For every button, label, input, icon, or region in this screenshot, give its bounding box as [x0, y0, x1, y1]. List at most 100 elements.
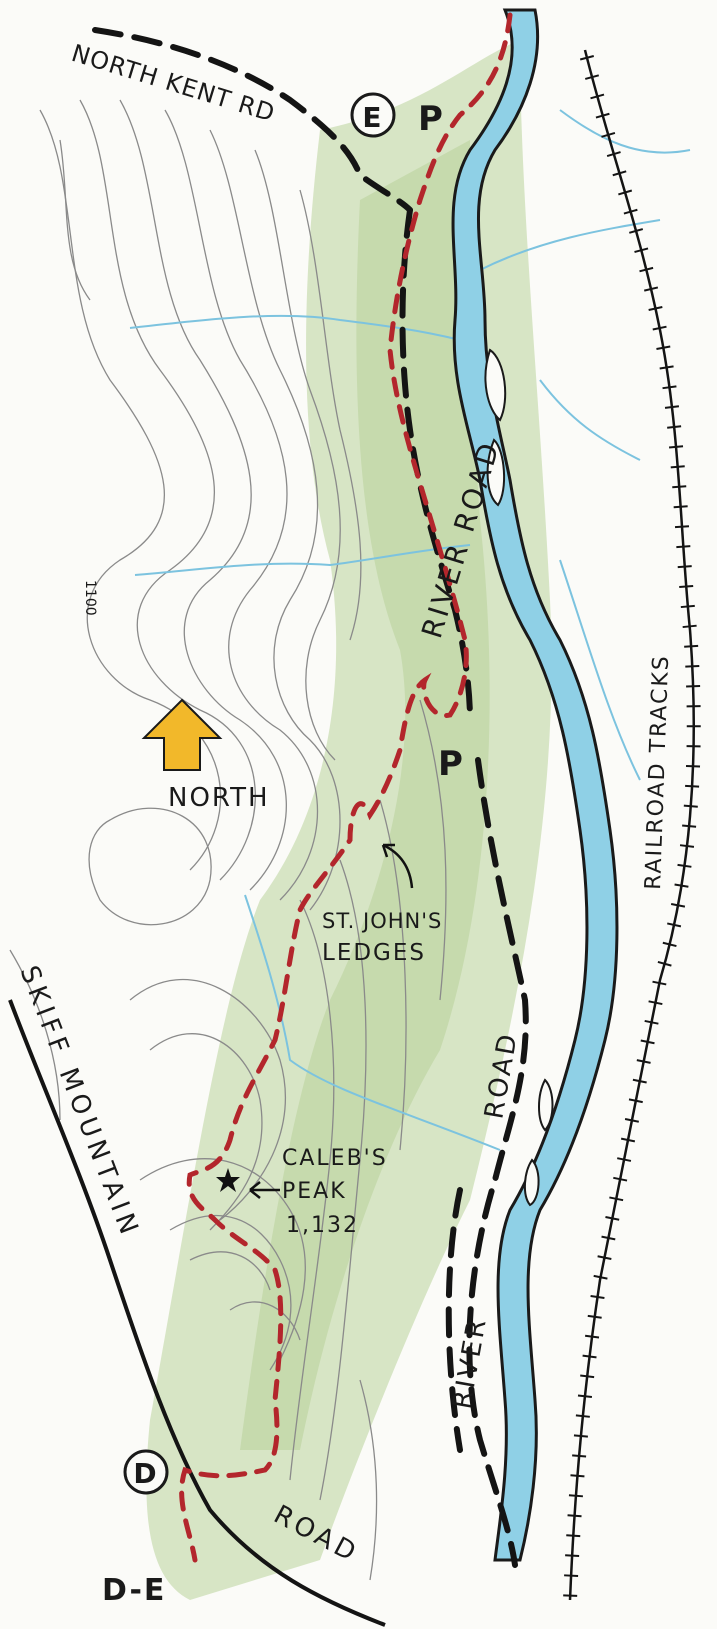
rail-tie — [568, 1494, 583, 1498]
rail-tie — [685, 664, 700, 668]
river-road-south-label-2: RIVER — [447, 1314, 493, 1411]
calebs-label-2: PEAK — [282, 1179, 347, 1204]
rail-tie — [605, 1216, 620, 1221]
rail-tie — [652, 980, 667, 986]
rail-tie — [580, 1374, 595, 1379]
rail-tie — [639, 266, 654, 273]
rail-tie — [674, 525, 690, 529]
rail-tie — [685, 784, 700, 788]
rail-tie — [570, 1474, 585, 1478]
rail-tie — [657, 960, 672, 967]
rail-tie — [606, 151, 621, 158]
rail-tie — [601, 1235, 616, 1241]
rail-tie — [613, 1176, 628, 1182]
north-kent-road — [92, 27, 413, 213]
rail-tie — [652, 325, 667, 331]
rail-tie — [643, 286, 659, 292]
marker-e: E — [350, 92, 396, 138]
contour-1100-label: 1100 — [82, 580, 98, 616]
rail-tie — [572, 1454, 587, 1458]
rail-tie — [680, 604, 695, 609]
rail-tie — [667, 425, 682, 429]
rail-tie — [577, 1394, 593, 1398]
parking-mid-label: P — [438, 744, 465, 784]
rail-tie — [667, 922, 682, 928]
rail-tie — [609, 1196, 624, 1202]
contour-lines — [9, 99, 447, 1581]
rail-tie — [662, 941, 677, 948]
rail-tie — [623, 208, 638, 215]
rail-tie — [683, 804, 698, 808]
rail-tie — [670, 903, 686, 908]
rail-tie — [579, 55, 594, 61]
skiff-mountain-road — [8, 999, 386, 1627]
trail-code-label: D-E — [102, 1573, 166, 1608]
rail-tie — [673, 505, 688, 509]
summit-star-icon — [216, 1168, 240, 1192]
streams — [129, 109, 691, 1151]
rail-tie — [565, 1554, 580, 1558]
st-johns-label-1: ST. JOHN'S — [322, 909, 442, 933]
rail-tie — [584, 1334, 600, 1339]
parking-top-label: P — [418, 99, 445, 139]
rail-tie — [670, 465, 685, 469]
rail-tie — [590, 1295, 605, 1300]
marker-e-label: E — [362, 101, 383, 134]
calebs-label-1: CALEB'S — [282, 1146, 388, 1171]
railroad-tracks-label: RAILROAD TRACKS — [641, 654, 674, 890]
rail-tie — [612, 170, 627, 177]
forest-shading — [146, 40, 552, 1600]
rail-tie — [601, 131, 616, 138]
rail-tie — [640, 1039, 655, 1045]
rail-tie — [634, 247, 649, 253]
rail-tie — [682, 824, 697, 828]
rail-tie — [668, 445, 684, 449]
rail-tie — [595, 112, 610, 119]
marker-d-label: D — [133, 1457, 158, 1490]
pointer-arrow-icon — [249, 843, 414, 1199]
rail-tie — [674, 883, 689, 888]
rail-tie — [659, 365, 674, 370]
railroad-tracks — [563, 49, 701, 1601]
rail-tie — [648, 306, 663, 311]
rail-tie — [656, 345, 671, 350]
rail-tie — [590, 93, 605, 100]
rail-tie — [682, 624, 697, 629]
rail-tie — [628, 1098, 643, 1104]
rail-tie — [584, 74, 600, 80]
rail-tie — [677, 863, 692, 868]
river-road-south — [466, 757, 529, 1568]
skiff-mountain-label: SKIFF MOUNTAIN — [13, 962, 145, 1243]
rail-tie — [617, 1157, 632, 1162]
north-arrow-icon — [141, 698, 223, 771]
rail-tie — [662, 385, 677, 390]
rail-tie — [636, 1059, 651, 1064]
rail-tie — [587, 1314, 602, 1319]
trail — [179, 12, 513, 1563]
river — [451, 8, 619, 1562]
north-label: NORTH — [168, 783, 270, 813]
rail-tie — [644, 1019, 659, 1025]
rail-tie — [563, 1594, 578, 1597]
rail-tie — [677, 565, 692, 569]
rail-tie — [575, 1414, 590, 1418]
rail-tie — [573, 1434, 588, 1438]
rail-tie — [679, 584, 694, 589]
rail-tie — [632, 1078, 647, 1084]
rail-tie — [676, 545, 691, 549]
calebs-elev-label: 1,132 — [286, 1213, 359, 1238]
rail-tie — [629, 228, 644, 234]
marker-d: D — [123, 1449, 169, 1495]
rail-tie — [618, 189, 633, 196]
rail-tie — [679, 844, 695, 848]
rail-tie — [684, 644, 699, 648]
rail-tie — [620, 1137, 636, 1143]
rail-tie — [685, 764, 701, 768]
rail-tie — [582, 1354, 597, 1359]
north-kent-rd-label: NORTH KENT RD — [68, 39, 278, 128]
rail-tie — [566, 1534, 581, 1538]
rail-tie — [567, 1514, 582, 1518]
rail-tie — [564, 1574, 579, 1577]
rail-tie — [672, 485, 687, 489]
